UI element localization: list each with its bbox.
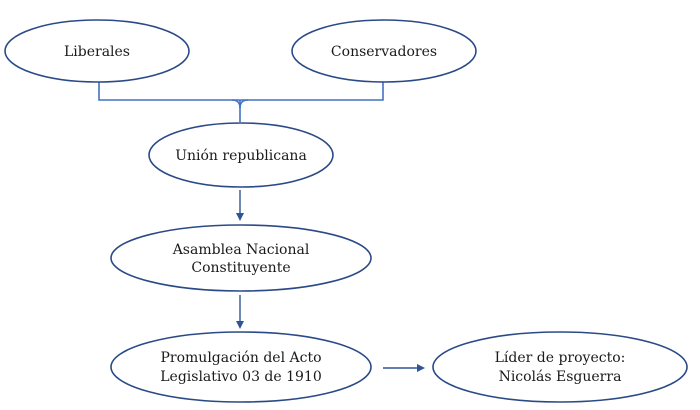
node-asamblea-shape [110, 224, 372, 292]
node-promulgacion-shape [110, 331, 372, 403]
node-lider-line1: Líder de proyecto: [495, 350, 626, 366]
node-liberales-label: Liberales [64, 44, 130, 60]
node-asamblea: Asamblea Nacional Constituyente [110, 224, 372, 292]
node-lider-proyecto: Líder de proyecto: Nicolás Esguerra [432, 331, 688, 403]
node-promulgacion-line2: Legislativo 03 de 1910 [160, 369, 322, 385]
arrow-union-to-asamblea [236, 190, 244, 221]
node-union-label: Unión republicana [175, 148, 307, 164]
node-asamblea-line1: Asamblea Nacional [172, 242, 310, 258]
arrow-head [417, 364, 425, 372]
node-asamblea-line2: Constituyente [191, 260, 290, 276]
node-promulgacion: Promulgación del Acto Legislativo 03 de … [110, 331, 372, 403]
node-lider-shape [432, 331, 688, 403]
arrow-promulgacion-to-lider [383, 364, 425, 372]
node-conservadores-label: Conservadores [331, 44, 437, 60]
arrow-head [236, 321, 244, 329]
node-lider-line2: Nicolás Esguerra [499, 369, 622, 385]
node-conservadores-shape [291, 19, 477, 83]
node-liberales: Liberales [4, 19, 190, 83]
arrow-asamblea-to-promulgacion [236, 295, 244, 329]
arrow-head [236, 213, 244, 221]
node-promulgacion-line1: Promulgación del Acto [160, 350, 321, 366]
node-union-shape [148, 122, 334, 188]
merge-bracket [98, 80, 384, 122]
node-conservadores: Conservadores [291, 19, 477, 83]
node-liberales-shape [4, 19, 190, 83]
bracket-horizontal [98, 80, 384, 101]
node-union-republicana: Unión republicana [148, 122, 334, 188]
